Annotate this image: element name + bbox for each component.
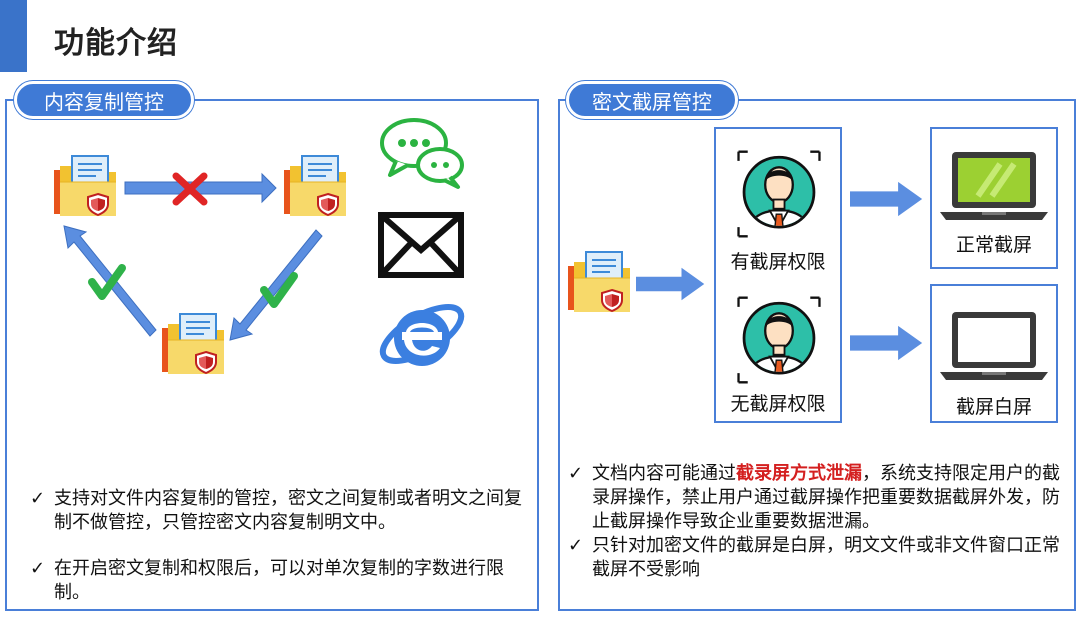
wechat-icon — [380, 118, 464, 189]
user-avatar-icon — [733, 294, 825, 386]
bullet-item: ✓ 支持对文件内容复制的管控，密文之间复制或者明文之间复制不做管控，只管控密文内… — [30, 487, 526, 535]
bullet-item: ✓ 只针对加密文件的截屏是白屏，明文文件或非文件窗口正常截屏不受影响 — [568, 534, 1064, 582]
cross-icon — [172, 172, 208, 206]
laptop-white-screen-icon — [940, 312, 1048, 380]
bullet-text-prefix: 文档内容可能通过 — [592, 463, 736, 484]
folder-document-icon — [160, 312, 226, 378]
content-copy-header: 内容复制管控 — [14, 81, 194, 119]
bullet-text: 只针对加密文件的截屏是白屏，明文文件或非文件窗口正常截屏不受影响 — [592, 534, 1064, 582]
folder-document-icon — [566, 250, 632, 316]
result-label-white: 截屏白屏 — [955, 396, 1032, 418]
flow-arrow-right — [229, 229, 323, 341]
flow-arrow — [850, 180, 924, 218]
bullet-text-suffix: ，系统支持限定用户的截录屏操作，禁止用户通过截屏操作把重要数据截屏外发，防止截屏… — [592, 463, 1060, 532]
role-label-allowed: 有截屏权限 — [730, 251, 826, 273]
copy-flow-diagram — [63, 172, 323, 341]
bullet-text: 在开启密文复制和权限后，可以对单次复制的字数进行限制。 — [54, 558, 504, 603]
bullet-text: 文档内容可能通过截录屏方式泄漏，系统支持限定用户的截录屏操作，禁止用户通过截屏操… — [592, 462, 1064, 534]
check-icon — [260, 272, 298, 308]
flow-arrow-top — [124, 172, 277, 204]
result-label-normal: 正常截屏 — [955, 234, 1032, 256]
mail-icon — [378, 212, 464, 278]
checkmark-icon: ✓ — [30, 558, 46, 579]
folder-document-icon — [282, 154, 348, 220]
user-avatar-icon — [733, 148, 825, 240]
bullet-highlight: 截录屏方式泄漏 — [736, 463, 862, 484]
checkmark-icon: ✓ — [568, 463, 584, 484]
screenshot-control-bullets: ✓ 文档内容可能通过截录屏方式泄漏，系统支持限定用户的截录屏操作，禁止用户通过截… — [568, 462, 1064, 582]
check-icon — [88, 264, 126, 300]
flow-arrow — [850, 324, 924, 362]
content-copy-bullets: ✓ 支持对文件内容复制的管控，密文之间复制或者明文之间复制不做管控，只管控密文内… — [30, 487, 526, 605]
ie-browser-icon — [379, 304, 465, 366]
flow-arrow — [636, 266, 706, 302]
bullet-text: 支持对文件内容复制的管控，密文之间复制或者明文之间复制不做管控，只管控密文内容复… — [54, 488, 522, 533]
checkmark-icon: ✓ — [30, 488, 46, 509]
checkmark-icon: ✓ — [568, 535, 584, 556]
laptop-green-screen-icon — [940, 152, 1048, 220]
bullet-text-prefix: 只针对加密文件的截屏是白屏，明文文件或非文件窗口正常截屏不受影响 — [592, 535, 1060, 580]
result-box-normal — [930, 127, 1058, 269]
bullet-item: ✓ 文档内容可能通过截录屏方式泄漏，系统支持限定用户的截录屏操作，禁止用户通过截… — [568, 462, 1064, 534]
screenshot-control-header-label: 密文截屏管控 — [592, 89, 712, 114]
screenshot-control-header: 密文截屏管控 — [566, 81, 738, 119]
page-title: 功能介绍 — [54, 26, 178, 61]
title-accent-bar — [0, 0, 27, 72]
result-box-white — [930, 284, 1058, 423]
folder-document-icon — [52, 154, 118, 220]
content-copy-header-label: 内容复制管控 — [44, 89, 164, 114]
role-label-denied: 无截屏权限 — [730, 393, 826, 415]
bullet-item: ✓ 在开启密文复制和权限后，可以对单次复制的字数进行限制。 — [30, 557, 526, 605]
